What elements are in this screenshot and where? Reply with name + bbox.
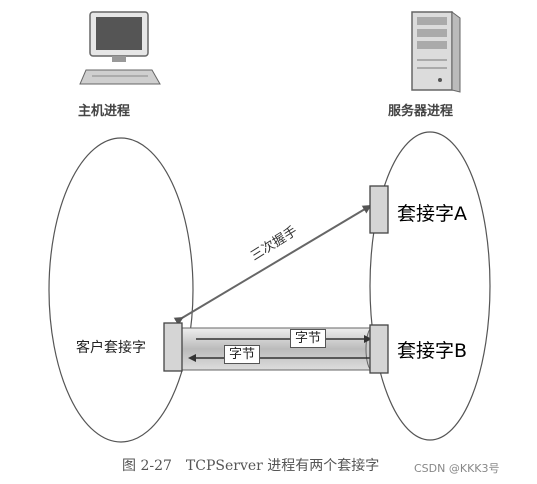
host-process-label: 主机进程 bbox=[78, 104, 131, 119]
socket-b-label: 套接字B bbox=[397, 340, 468, 362]
socket-a-label: 套接字A bbox=[397, 203, 467, 225]
client-socket-box bbox=[163, 322, 183, 372]
socket-b-box bbox=[369, 324, 389, 374]
server-process-label: 服务器进程 bbox=[388, 104, 454, 119]
bytes-to-server-tag: 字节 bbox=[290, 329, 327, 348]
client-socket-label: 客户套接字 bbox=[76, 340, 146, 356]
server-process-ellipse bbox=[369, 131, 491, 441]
handshake-arrow bbox=[173, 204, 372, 326]
byte-stream-pipe bbox=[181, 327, 379, 371]
host-process-ellipse bbox=[48, 137, 194, 443]
watermark: CSDN @KKK3号 bbox=[414, 462, 500, 475]
desktop-computer-icon bbox=[79, 11, 161, 85]
bytes-to-client-tag: 字节 bbox=[224, 345, 261, 364]
figure-caption: 图 2-27 TCPServer 进程有两个套接字 bbox=[122, 458, 380, 474]
socket-a-box bbox=[369, 185, 389, 234]
server-tower-icon bbox=[411, 11, 461, 93]
